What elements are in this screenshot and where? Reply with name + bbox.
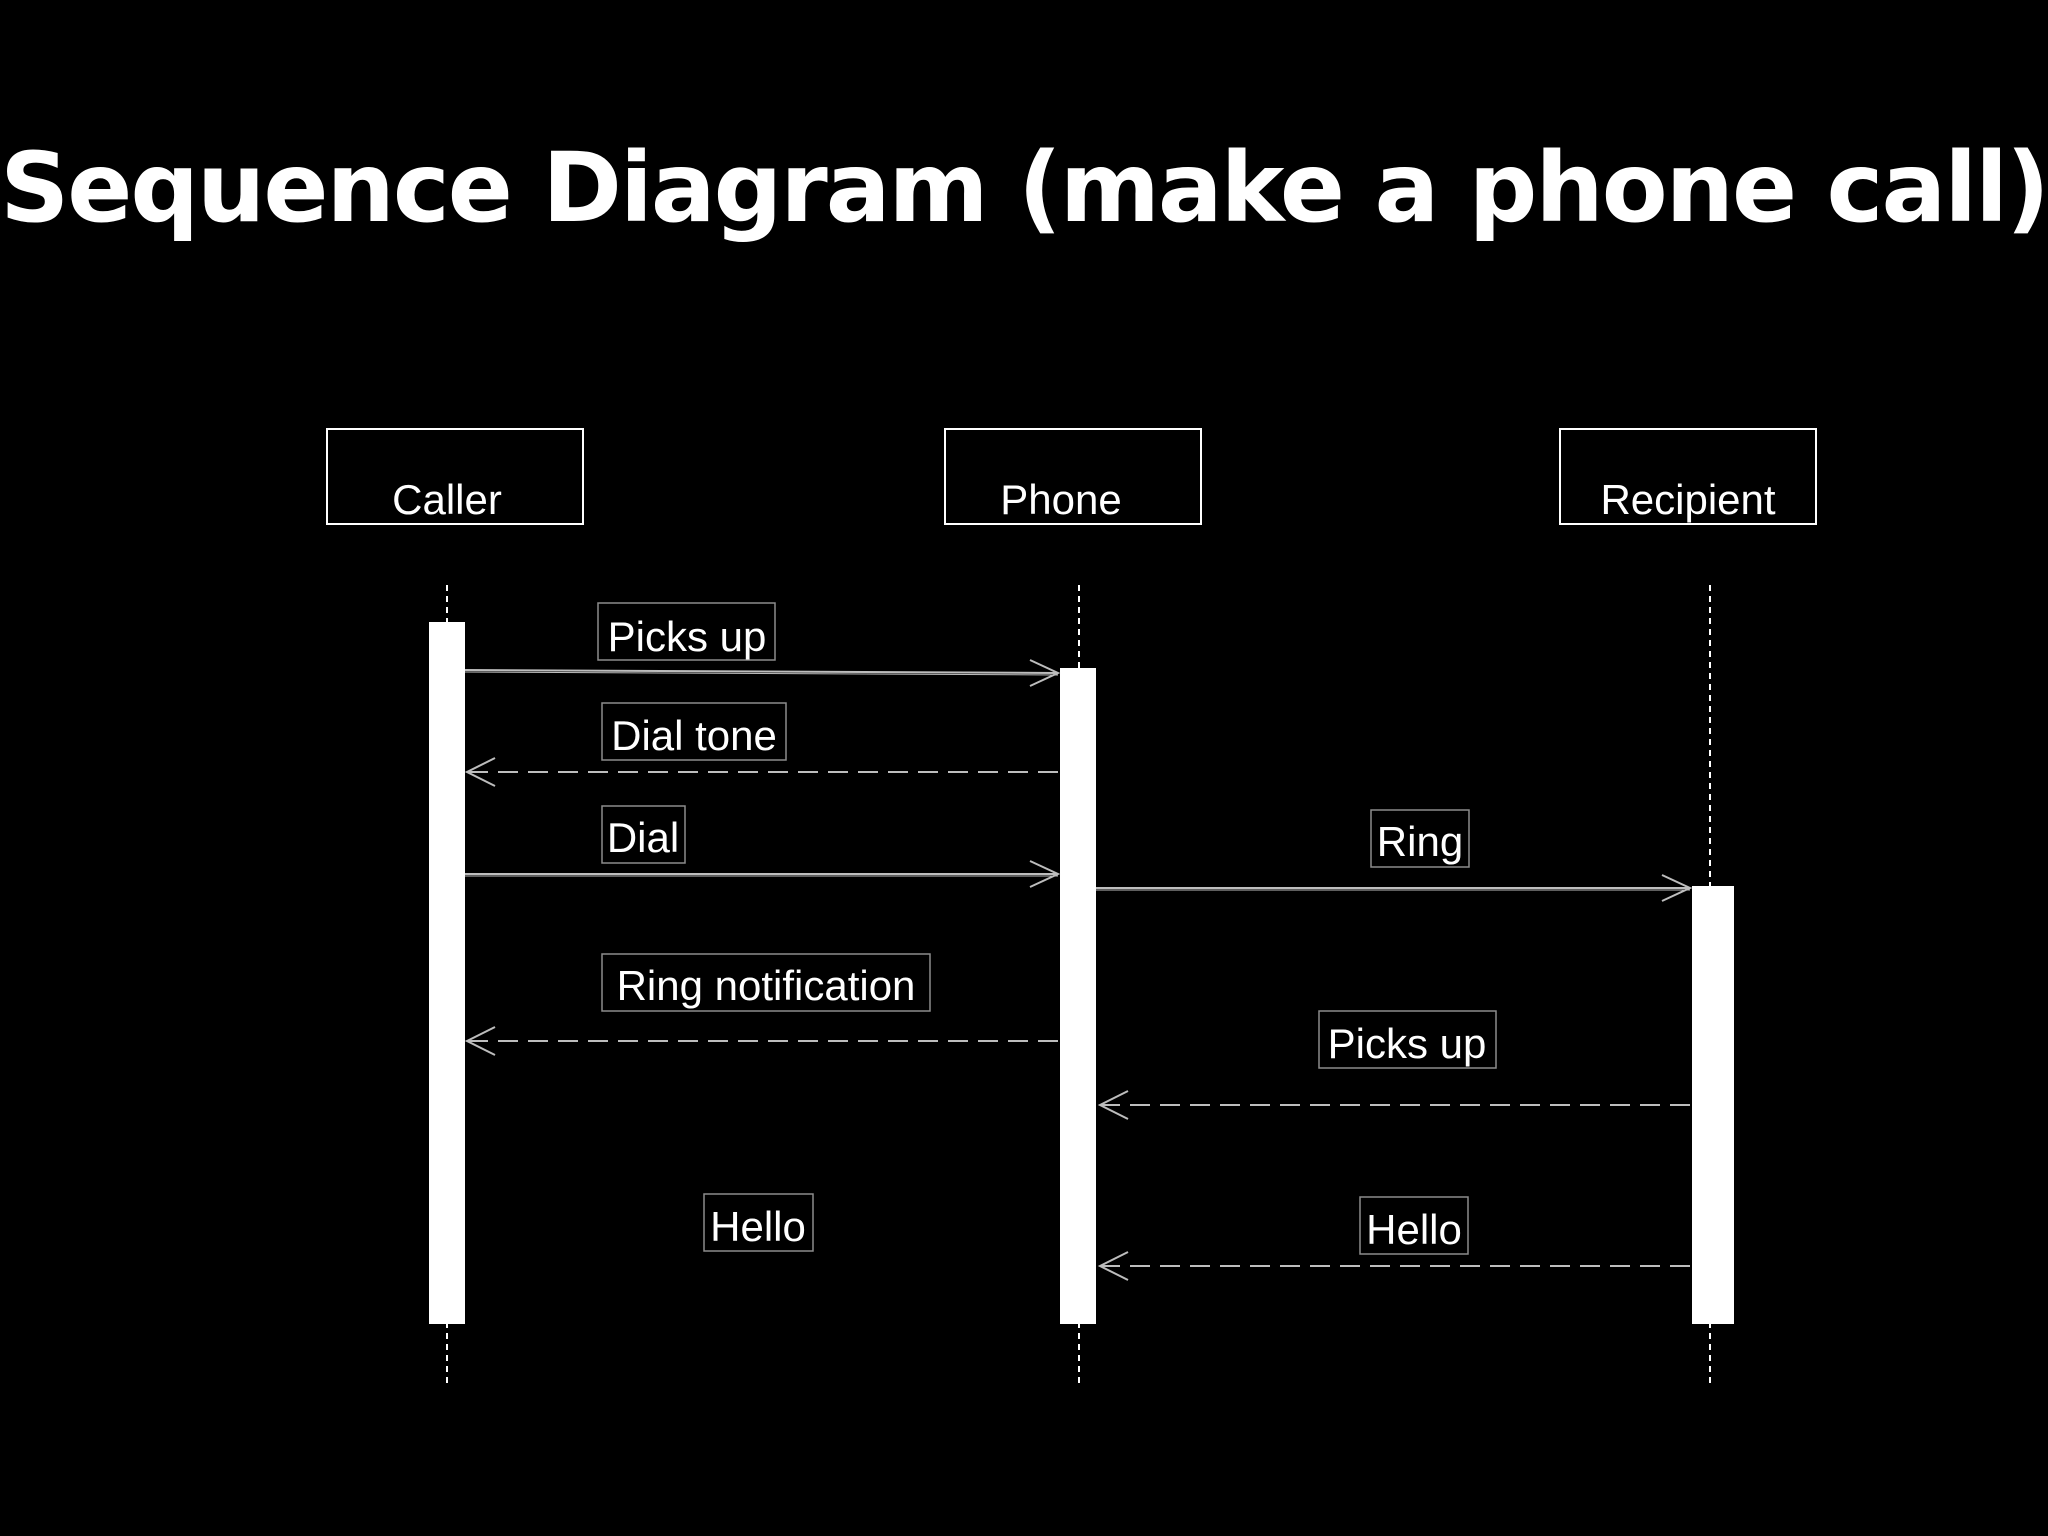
message-picks-up: Picks up	[464, 602, 1061, 687]
message-ring-notification: Ring notification	[464, 953, 1058, 1056]
message-ring: Ring	[1096, 809, 1693, 902]
message-label: Dial tone	[611, 712, 777, 759]
activation-bar-recipient	[1692, 886, 1734, 1324]
message-picks-up-recipient: Picks up	[1097, 1010, 1690, 1120]
message-label: Picks up	[1328, 1020, 1487, 1067]
message-hello-recipient: Hello	[1097, 1196, 1690, 1281]
actor-recipient-label: Recipient	[1600, 476, 1775, 523]
activation-bar-phone	[1060, 668, 1096, 1324]
actor-recipient: Recipient	[1559, 428, 1817, 525]
actor-phone: Phone	[944, 428, 1202, 525]
actor-caller: Caller	[326, 428, 584, 525]
message-hello-caller: Hello	[703, 1193, 814, 1252]
message-label: Dial	[607, 814, 679, 861]
message-label: Hello	[710, 1203, 806, 1250]
actor-caller-label: Caller	[392, 476, 502, 523]
message-label: Picks up	[608, 613, 767, 660]
activation-bar-caller	[429, 622, 465, 1324]
message-label: Ring	[1377, 818, 1463, 865]
message-label: Ring notification	[617, 962, 916, 1009]
message-dial: Dial	[465, 805, 1061, 888]
actor-phone-label: Phone	[1000, 476, 1121, 523]
message-dial-tone: Dial tone	[464, 702, 1058, 787]
page-title: Sequence Diagram (make a phone call)	[0, 132, 2048, 244]
message-label: Hello	[1366, 1206, 1462, 1253]
